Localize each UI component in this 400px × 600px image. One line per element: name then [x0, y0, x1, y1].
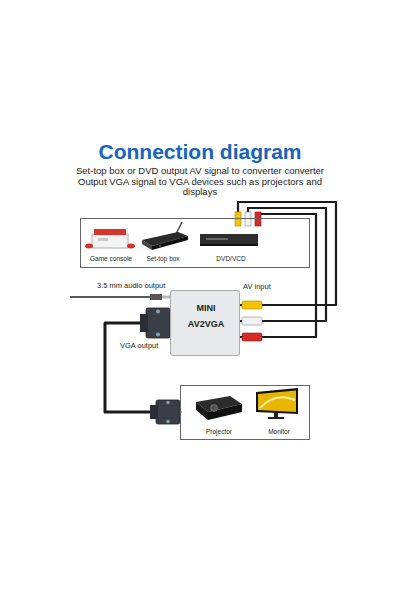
monitor-icon: [256, 388, 298, 419]
device-caption: Projector: [206, 428, 232, 435]
device-caption: Set-top box: [146, 255, 179, 262]
device-caption: Game console: [90, 255, 132, 262]
av-cable: [240, 208, 326, 321]
display-devices-box: Projector Monitor: [180, 385, 310, 440]
port-label: 3.5 mm audio output: [97, 282, 165, 290]
set-top-box-icon: [142, 222, 188, 250]
port-label: VGA output: [120, 342, 158, 350]
title: Connection diagram: [0, 140, 400, 164]
device-label: MINI: [197, 304, 216, 314]
port-label: AV input: [243, 283, 271, 291]
subtitle: Set-top box or DVD output AV signal to c…: [72, 166, 328, 198]
projector-icon: [196, 396, 242, 420]
dvd-player-icon: [200, 234, 258, 246]
converter-box: MINI AV2VGA: [170, 290, 240, 356]
device-caption: DVD/VCD: [216, 255, 245, 262]
game-console-icon: [85, 229, 135, 249]
device-caption: Monitor: [268, 428, 290, 435]
device-label: AV2VGA: [188, 320, 224, 330]
av-cable: [240, 214, 316, 337]
source-devices-box: Game console Set-top box DVD/VCD: [80, 218, 310, 268]
